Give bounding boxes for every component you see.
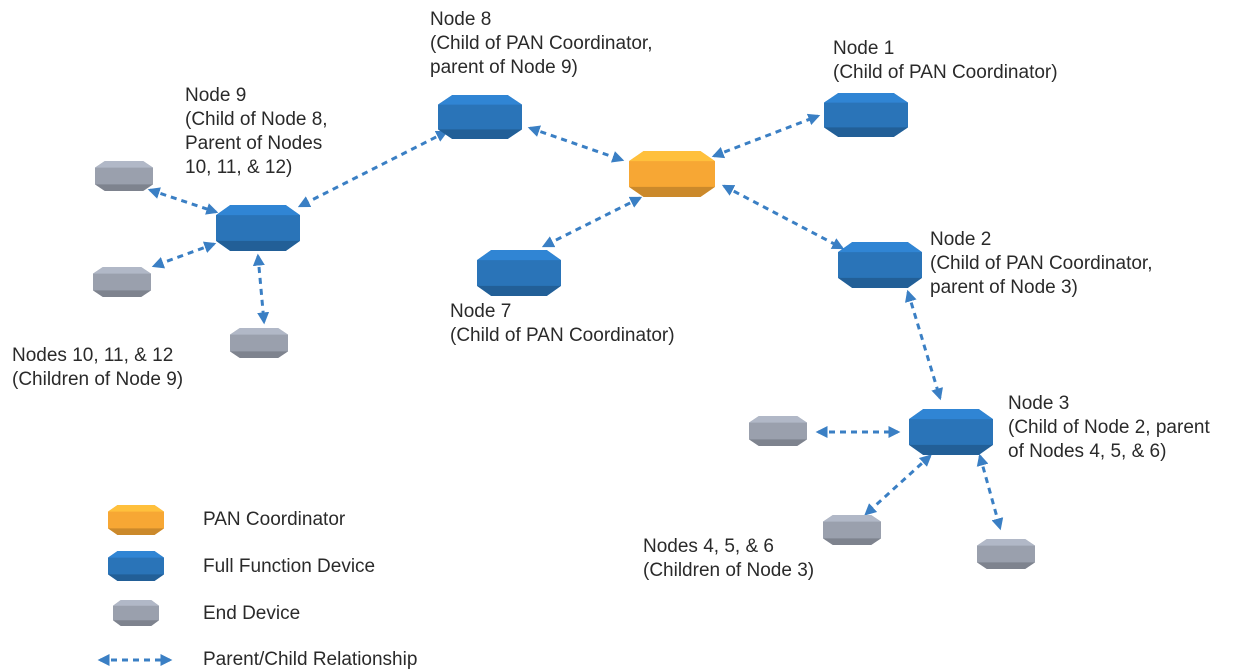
legend-coordinator-label: PAN Coordinator <box>203 509 346 530</box>
link-node3-node5 <box>864 454 932 516</box>
label-node-1: Node 1(Child of PAN Coordinator) <box>833 38 1058 83</box>
legend-end-device-label: End Device <box>203 603 301 624</box>
nodes-layer <box>93 93 1035 569</box>
label-node-7: Node 7(Child of PAN Coordinator) <box>450 301 675 346</box>
legend-relationship-label: Parent/Child Relationship <box>203 649 418 670</box>
node-2 <box>838 242 922 288</box>
link-node3-node6 <box>976 453 1004 531</box>
node-10 <box>95 161 153 191</box>
label-node-8: Node 8(Child of PAN Coordinator,parent o… <box>430 9 653 78</box>
node-6 <box>977 539 1035 569</box>
legend-ffd-shape <box>108 551 164 581</box>
label-node-2: Node 2(Child of PAN Coordinator,parent o… <box>930 229 1153 298</box>
legend-ffd-label: Full Function Device <box>203 556 376 577</box>
legend-end-device-shape <box>113 600 159 626</box>
link-node9-node10 <box>147 187 219 215</box>
node-1 <box>824 93 908 137</box>
link-node8-node9 <box>297 130 449 208</box>
link-node8-coordinator <box>527 125 625 163</box>
link-node2-node3 <box>905 289 943 401</box>
link-coordinator-node1 <box>711 113 821 159</box>
links-layer <box>147 113 1004 531</box>
link-coordinator-node7 <box>541 196 643 248</box>
link-coordinator-node2 <box>721 184 845 250</box>
node-5 <box>823 515 881 545</box>
label-nodes-10-11-12: Nodes 10, 11, & 12(Children of Node 9) <box>12 345 184 390</box>
node-12 <box>230 328 288 358</box>
node-4 <box>749 416 807 446</box>
node-8 <box>438 95 522 139</box>
link-node9-node12 <box>252 253 270 325</box>
legend-shapes <box>97 505 173 666</box>
link-node9-node11 <box>151 241 217 269</box>
label-nodes-4-5-6: Nodes 4, 5, & 6(Children of Node 3) <box>643 536 815 581</box>
pan-coordinator-node <box>629 151 715 197</box>
node-11 <box>93 267 151 297</box>
node-9 <box>216 205 300 251</box>
node-3 <box>909 409 993 455</box>
legend-coordinator-shape <box>108 505 164 535</box>
node-7 <box>477 250 561 296</box>
